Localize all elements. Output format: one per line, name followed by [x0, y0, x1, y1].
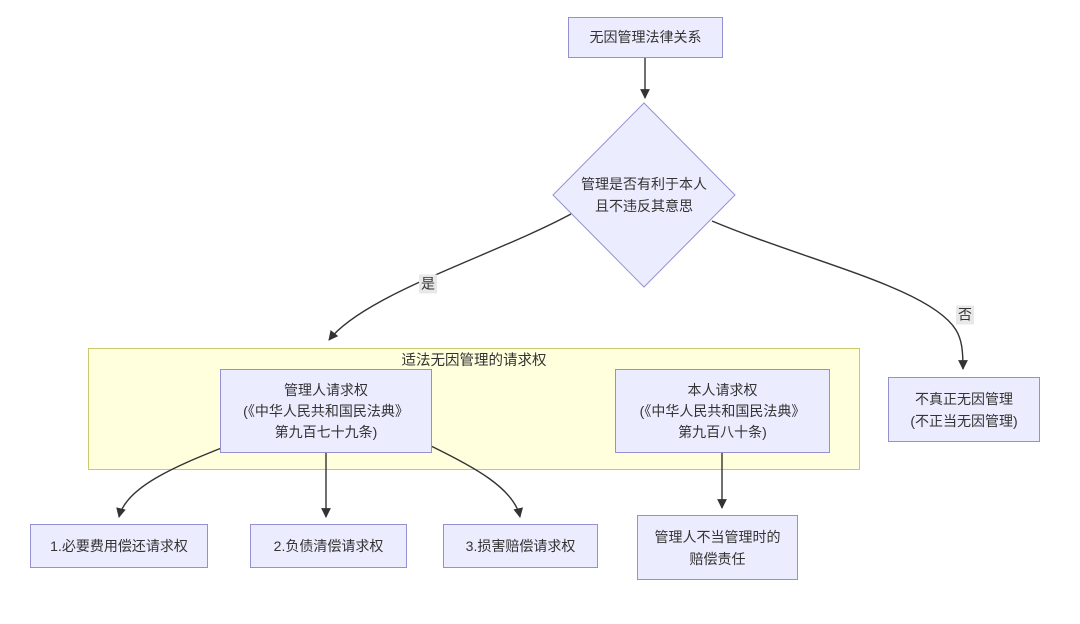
liability-line2: 赔偿责任 [689, 550, 746, 567]
decision-line1: 管理是否有利于本人 [581, 176, 707, 192]
liability-line1: 管理人不当管理时的 [654, 528, 781, 545]
untrue-management-line2: (不正当无因管理) [910, 412, 1018, 429]
node-claim-1: 1.必要费用偿还请求权 [30, 524, 208, 568]
node-root-label: 无因管理法律关系 [589, 29, 702, 45]
edge-manager-to-claim1 [116, 446, 225, 518]
claim-2-label: 2.负债清偿请求权 [273, 537, 384, 554]
edge-label-no: 否 [956, 305, 974, 325]
node-claim-2: 2.负债清偿请求权 [250, 524, 407, 568]
node-decision: 管理是否有利于本人 且不违反其意思 [553, 103, 735, 287]
node-root: 无因管理法律关系 [568, 17, 723, 58]
claim-1-label: 1.必要费用偿还请求权 [50, 537, 188, 554]
edge-manager-to-claim3 [430, 445, 523, 518]
node-manager-claim: 管理人请求权 (《中华人民共和国民法典》 第九百七十九条) [220, 369, 432, 453]
principal-claim-line3: 第九百八十条) [678, 423, 767, 440]
manager-claim-line3: 第九百七十九条) [274, 423, 378, 440]
edge-label-yes: 是 [419, 274, 437, 294]
node-untrue-management: 不真正无因管理 (不正当无因管理) [888, 377, 1040, 442]
decision-line2: 且不违反其意思 [595, 198, 693, 214]
decision-diamond-shape [552, 102, 736, 288]
manager-claim-line2: (《中华人民共和国民法典》 [243, 402, 409, 419]
edge-decision-to-cluster-yes [328, 213, 572, 341]
untrue-management-line1: 不真正无因管理 [915, 390, 1013, 407]
principal-claim-line2: (《中华人民共和国民法典》 [639, 402, 806, 419]
edge-decision-to-untrue-no [711, 220, 968, 370]
claim-3-label: 3.损害赔偿请求权 [465, 537, 576, 554]
manager-claim-line1: 管理人请求权 [284, 381, 368, 398]
node-liability: 管理人不当管理时的 赔偿责任 [637, 515, 798, 580]
node-claim-3: 3.损害赔偿请求权 [443, 524, 598, 568]
cluster-title: 适法无因管理的请求权 [401, 353, 547, 369]
principal-claim-line1: 本人请求权 [687, 381, 758, 398]
node-principal-claim: 本人请求权 (《中华人民共和国民法典》 第九百八十条) [615, 369, 830, 453]
